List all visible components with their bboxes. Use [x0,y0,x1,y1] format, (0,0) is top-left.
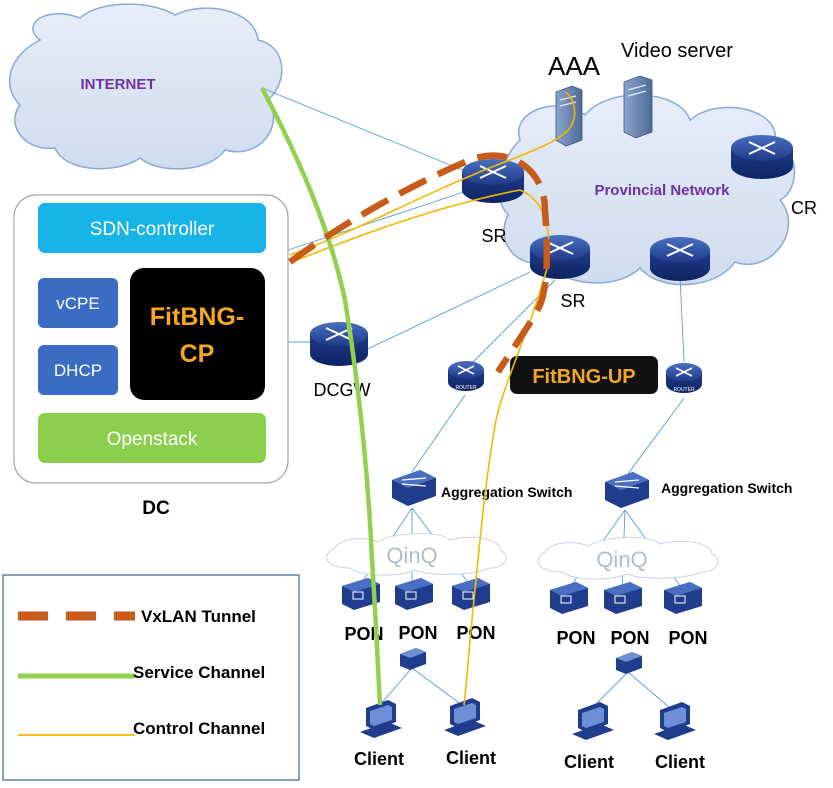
pon-label-1: PON [344,624,383,644]
pon-device-2-icon[interactable] [395,578,433,610]
fitbng-cp-box[interactable]: FitBNG- CP [130,268,265,400]
onu-hub-right-icon[interactable] [616,652,642,674]
client-label-3: Client [564,752,614,772]
sdn-controller-box[interactable]: SDN-controller [38,203,266,253]
pon-device-5-icon[interactable] [604,582,642,614]
video-server-label: Video server [621,40,733,62]
legend: VxLAN Tunnel Service Channel Control Cha… [2,574,300,781]
aggregation-switch-right-label: Aggregation Switch [661,480,792,496]
client-1-icon[interactable] [360,700,402,738]
fitbng-up-label: FitBNG-UP [532,366,635,388]
internet-cloud: INTERNET [9,3,283,170]
sr-bottom-label: SR [560,291,585,311]
sr-top-router-icon[interactable] [462,159,524,203]
fitbng-cp-label-line2: CP [180,340,215,368]
service-channel-path [260,86,383,706]
dcgw-label: DCGW [314,380,371,400]
onu-hub-left-icon[interactable] [400,648,426,670]
legend-control-label: Control Channel [133,719,265,738]
network-router-icon[interactable] [650,237,710,281]
aaa-label: AAA [548,51,601,81]
client-3-icon[interactable] [572,702,614,740]
dhcp-label: DHCP [54,361,102,380]
legend-vxlan-label: VxLAN Tunnel [141,607,256,626]
qinq-left-label: QinQ [386,543,437,568]
cr-router-icon[interactable] [731,135,793,179]
control-channel-paths [289,91,576,706]
client-label-2: Client [446,748,496,768]
cr-label: CR [791,198,817,218]
aggregation-switch-left-label: Aggregation Switch [441,484,572,500]
pon-label-4: PON [556,628,595,648]
right-access-router-icon[interactable]: ROUTER [666,363,702,393]
fitbng-up-router-icon[interactable]: ROUTER [448,361,484,391]
dc-container: SDN-controller vCPE DHCP FitBNG- CP Open… [13,194,289,484]
pon-label-6: PON [668,628,707,648]
pon-label-5: PON [610,628,649,648]
pon-device-3-icon[interactable] [452,578,490,610]
fitbng-cp-label-line1: FitBNG- [150,303,244,331]
pon-device-4-icon[interactable] [550,582,588,614]
sr-bottom-router-icon[interactable] [530,235,590,279]
dc-label: DC [142,498,170,519]
legend-service-label: Service Channel [133,663,265,682]
client-4-icon[interactable] [654,702,696,740]
client-2-icon[interactable] [444,698,486,736]
pon-device-6-icon[interactable] [664,582,702,614]
pon-label-3: PON [456,623,495,643]
vcpe-label: vCPE [56,294,99,313]
pon-label-2: PON [398,623,437,643]
client-label-1: Client [354,749,404,769]
client-label-4: Client [655,752,705,772]
openstack-box[interactable]: Openstack [38,413,266,463]
vcpe-box[interactable]: vCPE [38,278,118,328]
aggregation-switch-left-icon[interactable] [392,470,436,506]
openstack-label: Openstack [107,429,198,450]
fitbng-up-box[interactable]: FitBNG-UP [510,356,658,394]
dhcp-box[interactable]: DHCP [38,345,118,395]
qinq-right-label: QinQ [596,547,647,572]
aggregation-switch-right-icon[interactable] [605,472,649,508]
pon-device-1-icon[interactable] [342,578,380,610]
vxlan-tunnel-paths [288,152,551,374]
dcgw-router-icon[interactable] [310,322,368,366]
internet-label: INTERNET [81,76,156,93]
router-badge-left: ROUTER [455,385,477,391]
video-server-icon[interactable] [623,75,653,139]
provincial-network-label: Provincial Network [594,182,730,199]
sdn-controller-label: SDN-controller [90,219,215,240]
sr-top-label: SR [481,226,506,246]
qinq-right-cloud: QinQ [537,536,719,580]
router-badge-right: ROUTER [673,387,695,393]
